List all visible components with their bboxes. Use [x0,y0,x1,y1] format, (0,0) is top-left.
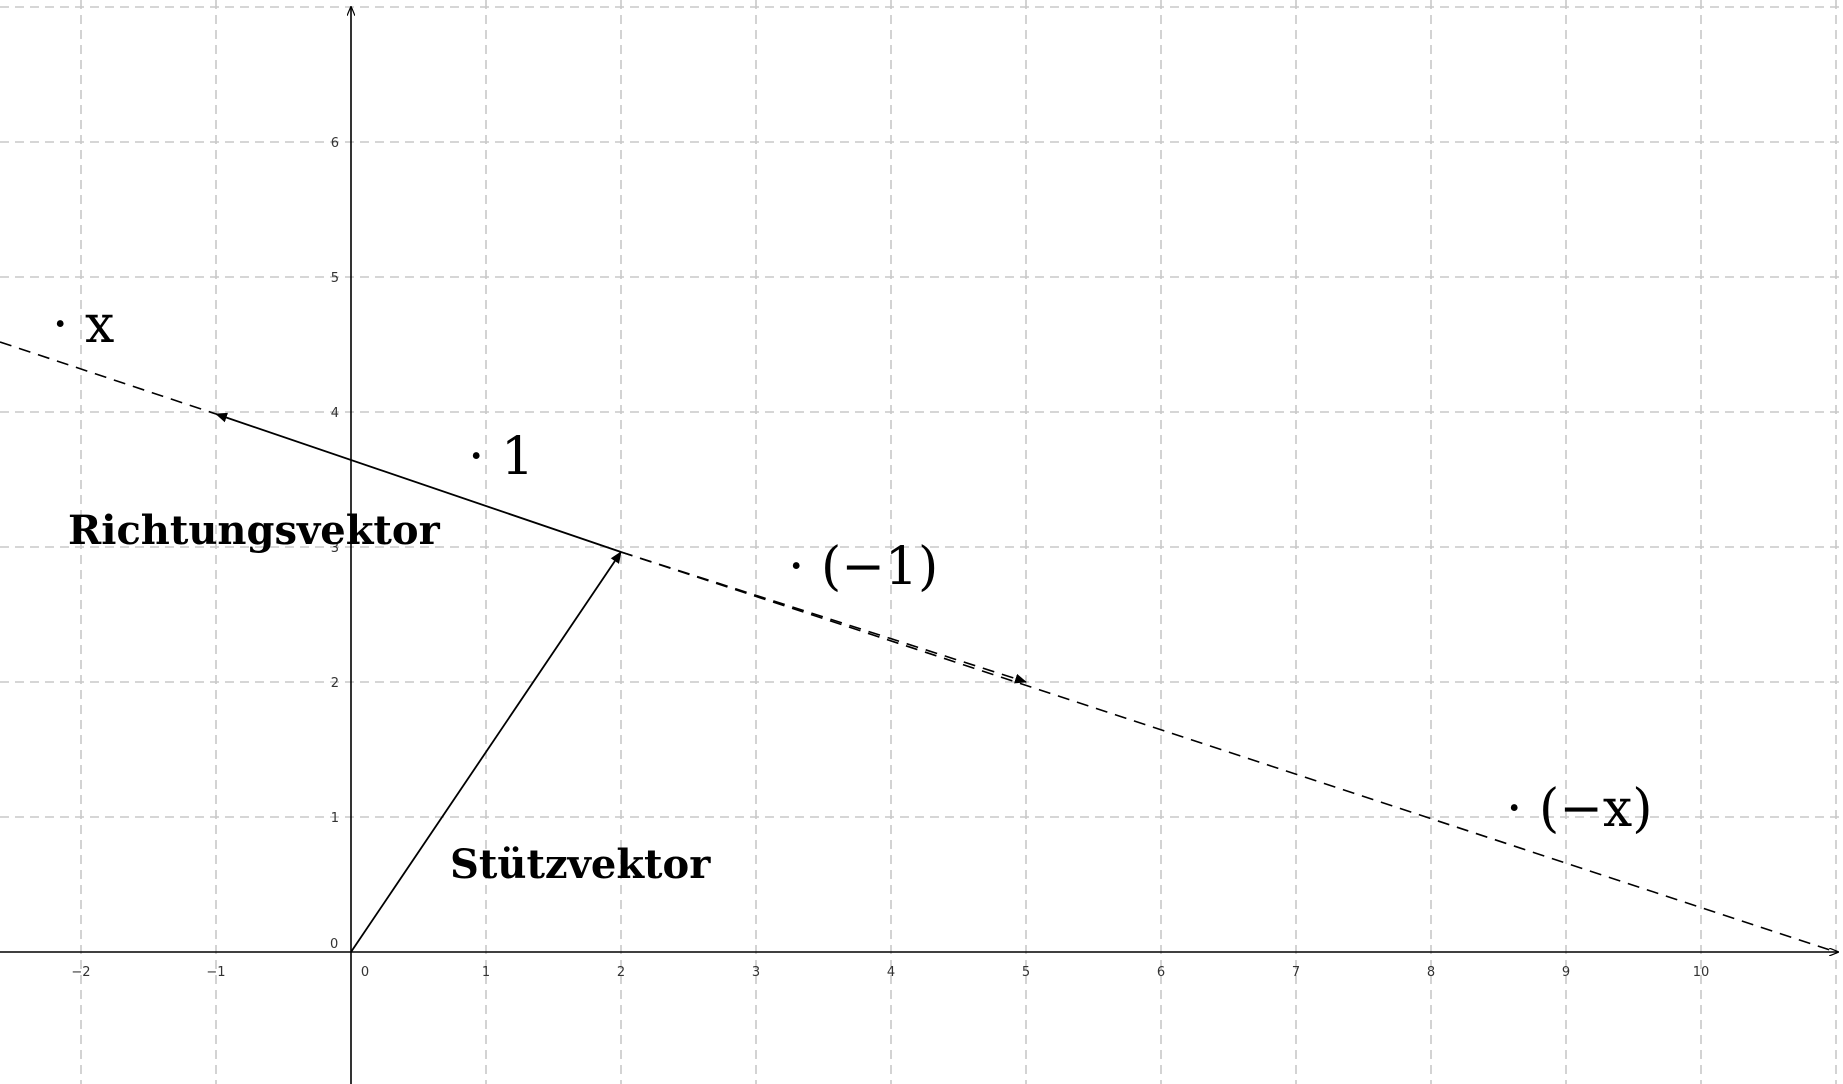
x-tick-labels: −2 −1 0 1 2 3 4 5 6 7 8 9 10 [71,965,1709,980]
y-tick-label: 4 [331,406,339,421]
x-tick-label: 5 [1022,965,1030,980]
stuetzvektor-label: Stützvektor [450,841,711,888]
origin-label: 0 [330,937,338,952]
x-tick-label: 9 [1562,965,1570,980]
x-tick-label: 3 [752,965,760,980]
x-tick-label: 2 [617,965,625,980]
stuetzvektor-arrow [350,551,622,953]
x-tick-label: −2 [71,965,90,980]
line-extension-right [620,551,1837,953]
y-tick-labels: 1 2 3 4 5 6 [331,136,339,826]
x-tick-label: 0 [361,965,369,980]
richtungsvektor-arrow [215,412,622,553]
y-tick-label: 5 [331,271,339,286]
mult-negx-label: · (−x) [1506,779,1653,839]
x-tick-label: 7 [1292,965,1300,980]
richtungsvektor-label: Richtungsvektor [68,507,441,554]
mult-1-label: · 1 [468,427,534,487]
x-tick-label: 4 [887,965,895,980]
mult-x-label: · x [52,295,114,355]
x-tick-label: −1 [206,965,225,980]
x-tick-label: 8 [1427,965,1435,980]
y-tick-label: 3 [331,541,339,556]
y-tick-label: 1 [331,811,339,826]
x-tick-label: 1 [482,965,490,980]
scaled-neg1-arrow [620,551,1027,684]
line-extension-left [0,341,217,415]
x-tick-label: 10 [1693,965,1710,980]
x-tick-label: 6 [1157,965,1165,980]
y-tick-label: 2 [331,676,339,691]
mult-neg1-label: · (−1) [788,537,938,597]
y-tick-label: 6 [331,136,339,151]
